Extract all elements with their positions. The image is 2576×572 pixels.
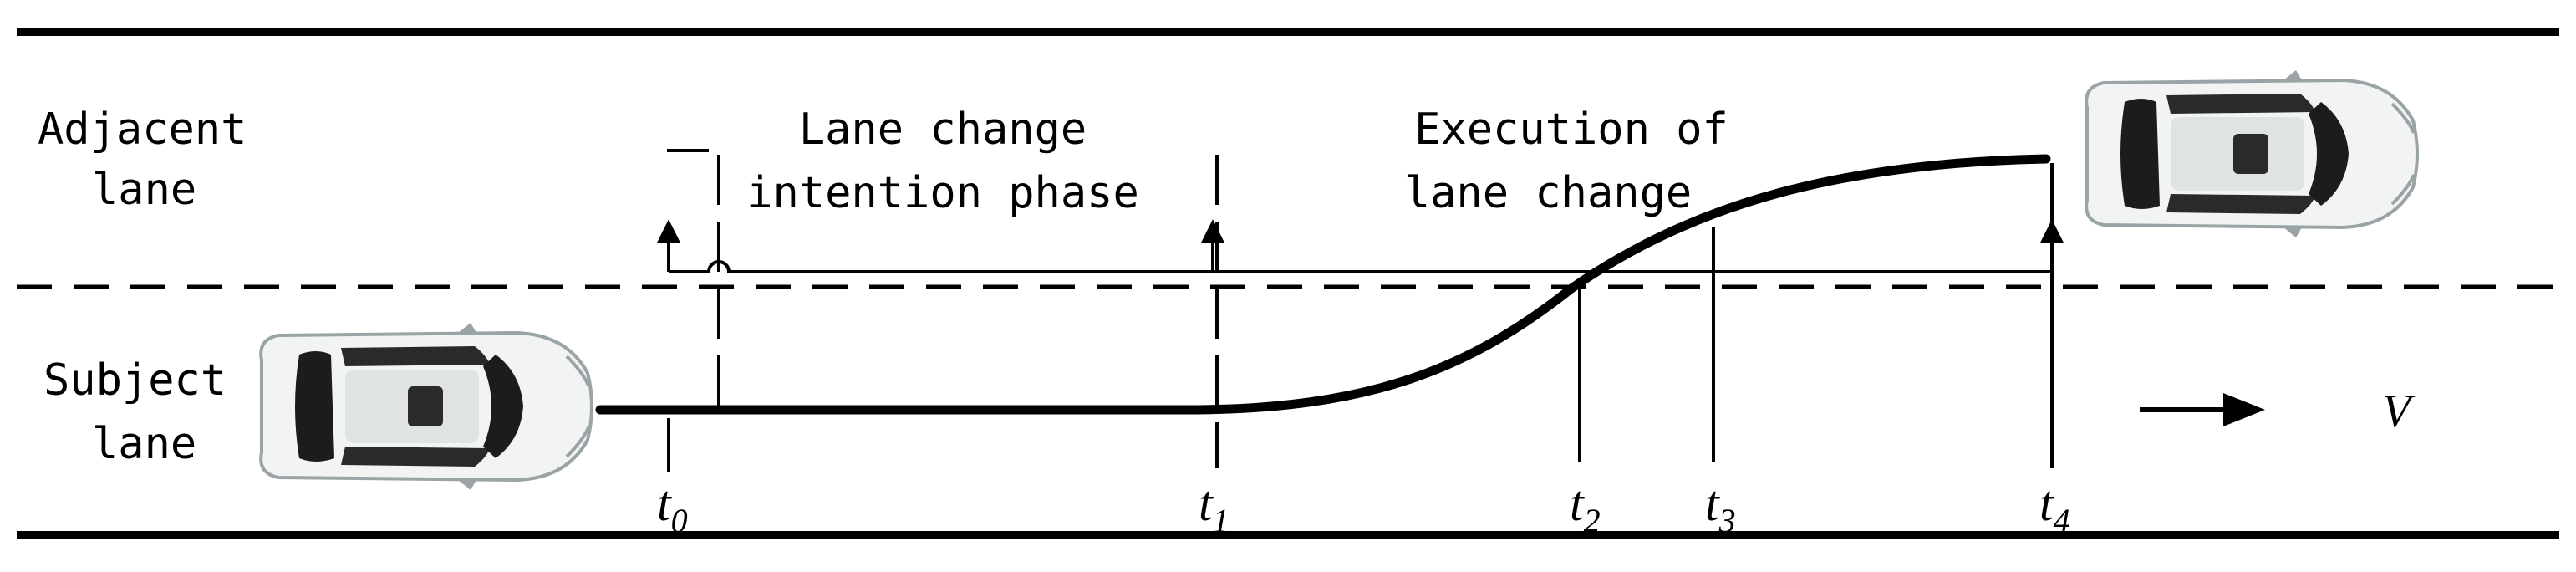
velocity-label: V [2382, 386, 2416, 437]
execution-phase-label-line1: Execution of [1414, 105, 1728, 155]
trajectory-path [595, 154, 2051, 415]
adjacent-lane-label-line2: lane [92, 165, 196, 215]
phase-bracket [669, 260, 2052, 273]
intention-phase-label-line2: intention phase [746, 168, 1139, 218]
time-label-t2: t2 [1570, 476, 1601, 539]
time-label-t0: t0 [657, 476, 688, 539]
adjacent-car-icon [2085, 69, 2419, 239]
subject-lane-label-line1: Subject [43, 355, 227, 406]
subject-car-icon [259, 321, 593, 492]
execution-phase-label-line2: lane change [1404, 168, 1692, 218]
time-label-t1: t1 [1199, 476, 1229, 539]
time-label-t4: t4 [2039, 476, 2070, 539]
intention-phase-label-line1: Lane change [799, 105, 1087, 155]
velocity-arrow-icon [2223, 393, 2265, 426]
subject-lane-label-line2: lane [92, 419, 196, 469]
adjacent-lane-label-line1: Adjacent [38, 105, 247, 155]
time-label-t3: t3 [1705, 476, 1736, 539]
